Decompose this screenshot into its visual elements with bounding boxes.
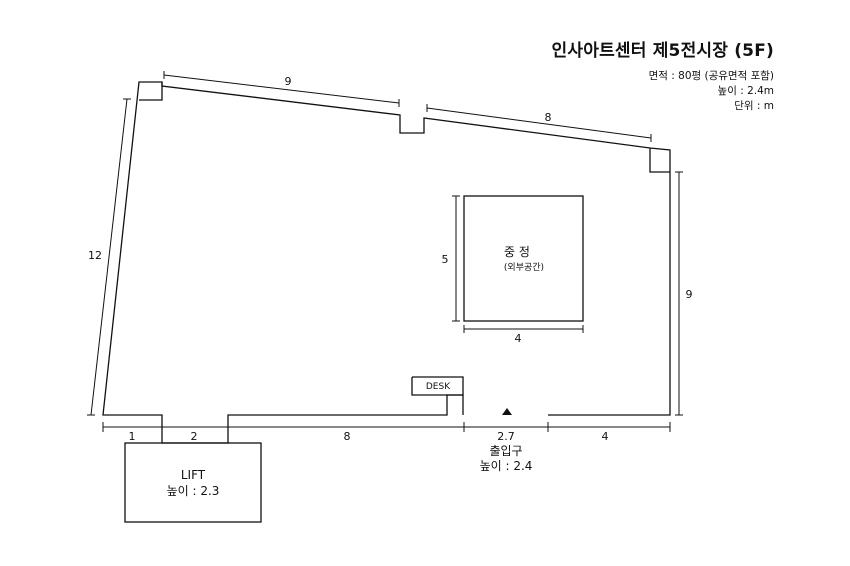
outer-wall	[102, 81, 671, 444]
entrance-arrow-icon	[502, 408, 512, 415]
dim-bottom-4: 2.7	[497, 430, 515, 443]
dim-top-right: 8	[545, 111, 552, 124]
height-info: 높이 : 2.4m	[717, 85, 774, 97]
dim-bottom-2: 2	[191, 430, 198, 443]
entrance-height: 높이 : 2.4	[480, 459, 533, 473]
desk-label: DESK	[426, 382, 451, 392]
dim-bottom-5: 4	[602, 430, 609, 443]
lift-name: LIFT	[181, 468, 206, 482]
dim-bottom-3: 8	[344, 430, 351, 443]
entrance-name: 출입구	[489, 444, 522, 458]
unit-info: 단위 : m	[734, 100, 774, 112]
dim-right: 9	[686, 288, 693, 301]
dim-left: 12	[88, 249, 102, 262]
courtyard	[463, 195, 584, 322]
area-info: 면적 : 80평 (공유면적 포함)	[648, 70, 774, 82]
column-top-right	[649, 148, 670, 173]
lift	[124, 442, 262, 523]
dim-top-left: 9	[285, 75, 292, 88]
courtyard-subtitle: (외부공간)	[504, 261, 544, 273]
dim-courtyard-height: 5	[442, 253, 449, 266]
desk	[411, 376, 464, 396]
lift-height: 높이 : 2.3	[167, 484, 220, 498]
page-title: 인사아트센터 제5전시장 (5F)	[551, 41, 774, 61]
dim-bottom-1: 1	[129, 430, 136, 443]
column-top-left	[139, 82, 163, 101]
dim-courtyard-width: 4	[515, 332, 522, 345]
courtyard-title: 중 정	[504, 245, 530, 259]
dimension-lines	[87, 71, 683, 432]
